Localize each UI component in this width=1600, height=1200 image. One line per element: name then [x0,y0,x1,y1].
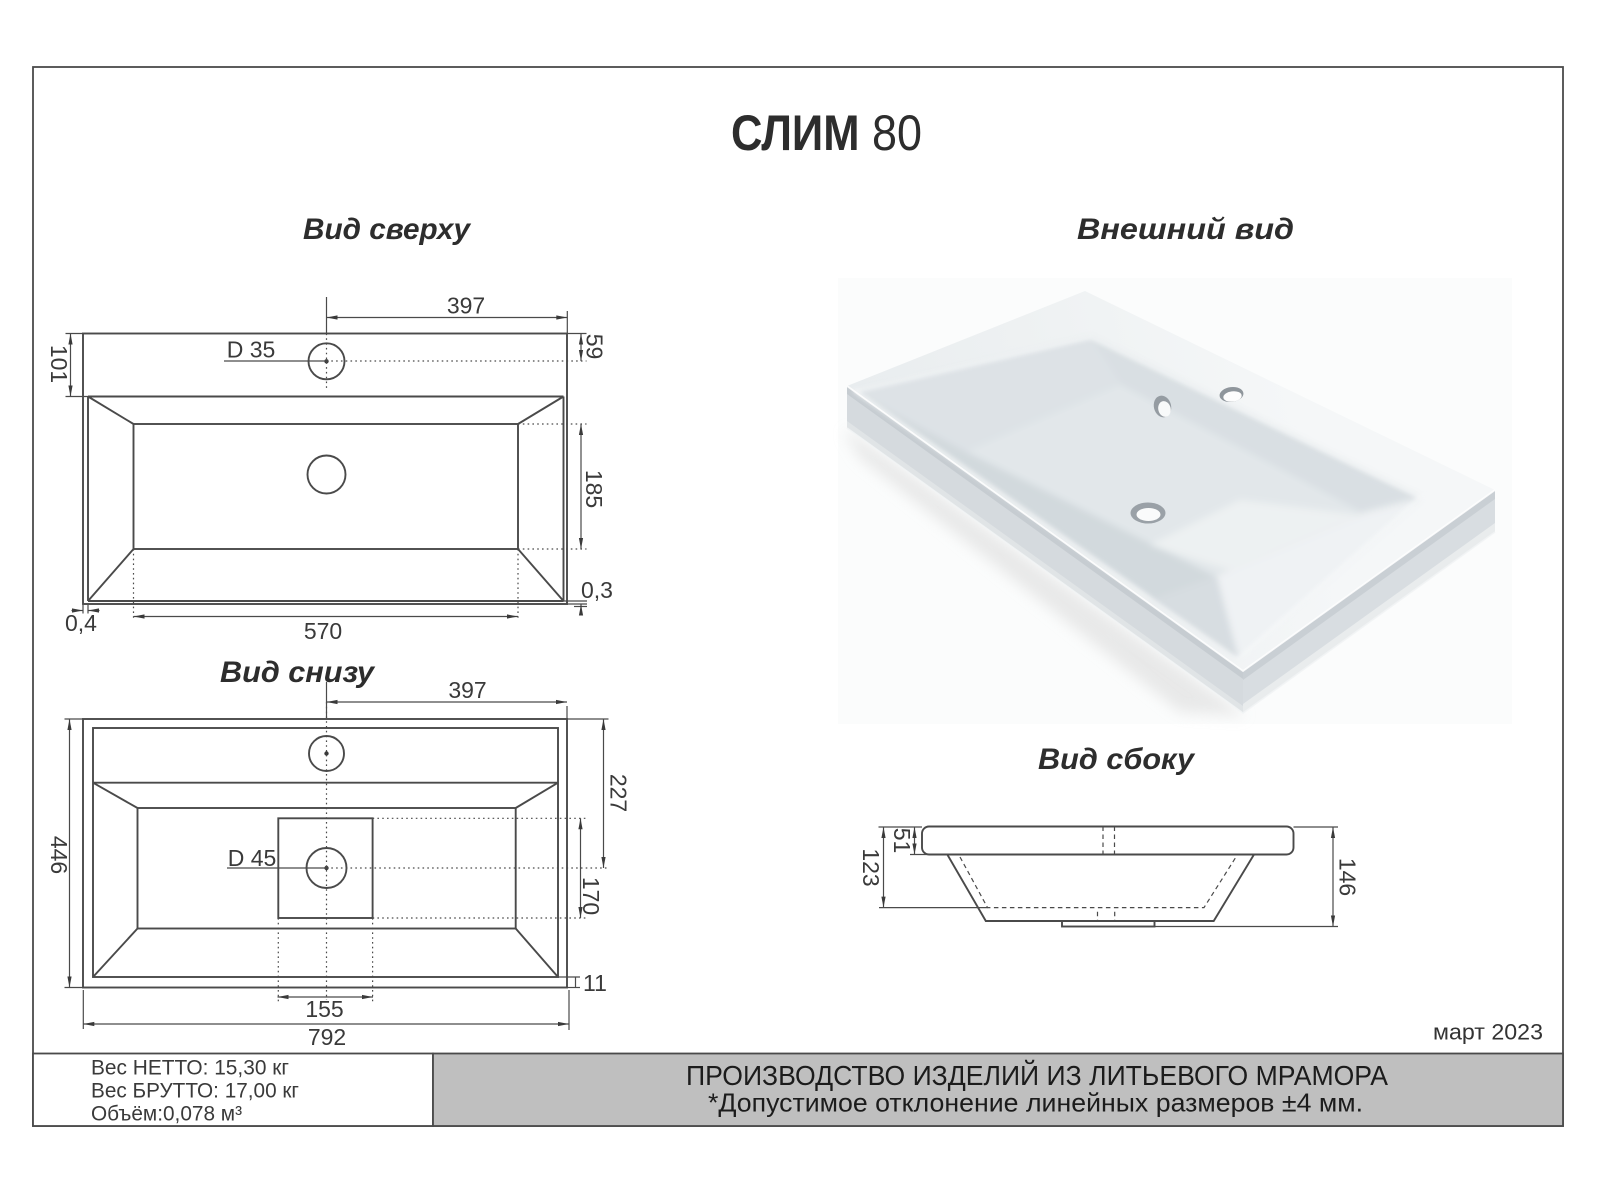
svg-text:101: 101 [46,345,72,383]
svg-text:Вид сверху: Вид сверху [303,213,471,246]
svg-text:Вес БРУТТО: 17,00 кг: Вес БРУТТО: 17,00 кг [91,1079,299,1102]
svg-text:80: 80 [872,105,922,161]
svg-text:397: 397 [447,293,485,319]
svg-text:Внешний вид: Внешний вид [1077,213,1294,246]
svg-text:Вид снизу: Вид снизу [220,656,375,689]
svg-text:D 45: D 45 [228,845,277,871]
svg-text:*Допустимое отклонение линейны: *Допустимое отклонение линейных размеров… [708,1088,1363,1118]
svg-text:ПРОИЗВОДСТВО ИЗДЕЛИЙ ИЗ ЛИТЬЕВ: ПРОИЗВОДСТВО ИЗДЕЛИЙ ИЗ ЛИТЬЕВОГО МРАМОР… [686,1060,1388,1091]
svg-text:Вид сбоку: Вид сбоку [1038,743,1195,776]
svg-text:146: 146 [1334,858,1360,896]
svg-text:59: 59 [581,334,607,360]
svg-text:397: 397 [448,677,486,703]
svg-text:Объём:0,078 м³: Объём:0,078 м³ [91,1103,242,1126]
svg-text:0,4: 0,4 [65,610,97,636]
svg-text:март 2023: март 2023 [1433,1020,1543,1045]
svg-text:11: 11 [583,970,607,996]
svg-text:227: 227 [605,774,631,812]
svg-text:792: 792 [308,1024,346,1050]
svg-text:446: 446 [46,836,72,874]
svg-text:Вес НЕТТО: 15,30 кг: Вес НЕТТО: 15,30 кг [91,1056,289,1079]
svg-text:170: 170 [578,877,604,915]
svg-text:185: 185 [581,470,607,508]
svg-text:570: 570 [304,618,342,644]
svg-text:123: 123 [858,848,884,886]
svg-text:СЛИМ: СЛИМ [731,105,860,161]
svg-text:51: 51 [889,828,915,854]
svg-text:D 35: D 35 [227,337,276,363]
svg-text:155: 155 [305,996,343,1022]
svg-text:0,3: 0,3 [581,577,613,603]
